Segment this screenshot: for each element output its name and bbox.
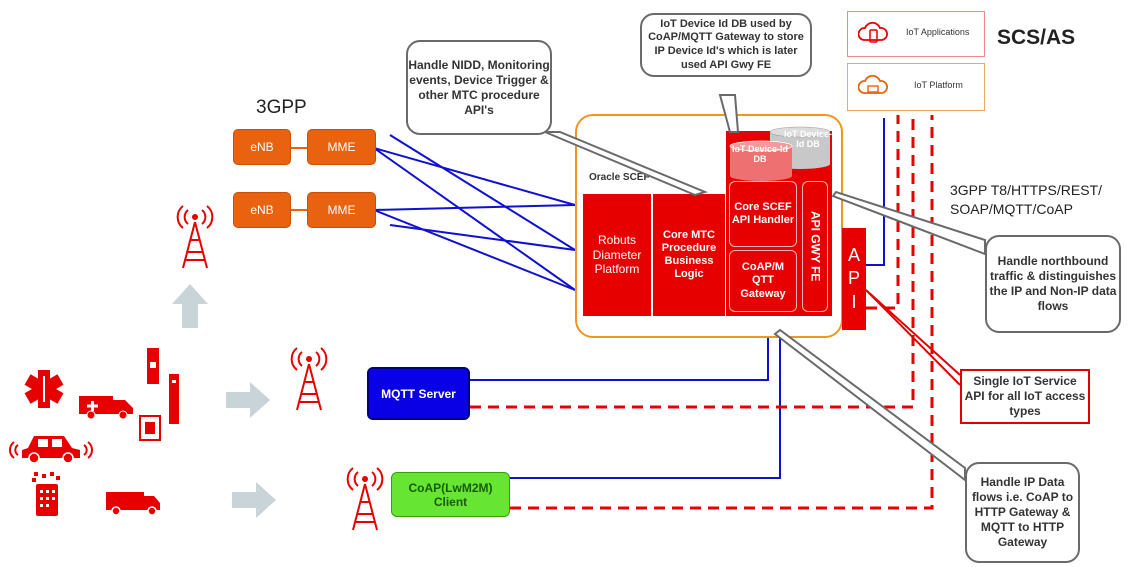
nidd-callout: Handle NIDD, Monitoring events, Device T… (406, 40, 552, 135)
core-mtc-logic: Core MTC Procedure Business Logic (653, 194, 725, 316)
arrow-icon (232, 482, 276, 518)
truck-icon (106, 492, 160, 516)
api-block: A P I (842, 228, 866, 330)
sensor-icon (169, 374, 179, 424)
enb-node: eNB (233, 129, 291, 165)
ambulance-icon (79, 396, 133, 420)
iot-applications-label: IoT Applications (906, 27, 970, 37)
tower-icon (290, 347, 328, 411)
device-db-back-label: IoT Device-Id DB (784, 129, 833, 149)
device-db-label: IoT Device-Id DB (732, 144, 789, 164)
coap-mqtt-gateway: CoAP/M QTT Gateway (729, 250, 797, 312)
enb-node: eNB (233, 192, 291, 228)
ip-data-callout: Handle IP Data flows i.e. CoAP to HTTP G… (965, 462, 1080, 563)
iot-platform-box: IoT Platform (847, 63, 985, 111)
transport-label: 3GPP T8/HTTPS/REST/ SOAP/MQTT/CoAP (950, 181, 1102, 219)
tower-icon (176, 205, 214, 269)
iot-applications-box: IoT Applications (847, 11, 985, 57)
scef-frame (575, 114, 843, 338)
scs-as-label: SCS/AS (997, 26, 1076, 49)
mme-node: MME (307, 129, 376, 165)
medical-star-icon (24, 370, 64, 408)
iot-platform-label: IoT Platform (914, 80, 963, 90)
arrow-icon (172, 284, 208, 328)
transport-line-2: SOAP/MQTT/CoAP (950, 200, 1073, 217)
arrow-icon (226, 382, 270, 418)
northbound-callout: Handle northbound traffic & distinguishe… (985, 235, 1121, 333)
car-icon (9, 436, 93, 464)
cloud-phone-icon (858, 21, 888, 43)
cloud-platform-icon (858, 74, 888, 94)
single-api-callout: Single IoT Service API for all IoT acces… (960, 369, 1090, 424)
phone-icon (32, 472, 60, 516)
sensor-icon (147, 348, 159, 384)
oracle-scef-label: Oracle SCEF (589, 172, 650, 183)
device-db-icon (729, 126, 831, 181)
core-scef-api-handler: Core SCEF API Handler (729, 181, 797, 247)
gpp-label: 3GPP (256, 97, 307, 118)
mme-node: MME (307, 192, 376, 228)
coap-client: CoAP(LwM2M) Client (391, 472, 510, 517)
diameter-platform: Robuts Diameter Platform (583, 194, 651, 316)
transport-line-1: 3GPP T8/HTTPS/REST/ (950, 182, 1102, 198)
device-db-callout: IoT Device Id DB used by CoAP/MQTT Gatew… (640, 13, 812, 77)
nfc-tag-icon (139, 415, 161, 441)
mqtt-server: MQTT Server (367, 367, 470, 420)
api-gwy-fe: API GWY FE (802, 181, 828, 312)
tower-icon (346, 467, 384, 531)
